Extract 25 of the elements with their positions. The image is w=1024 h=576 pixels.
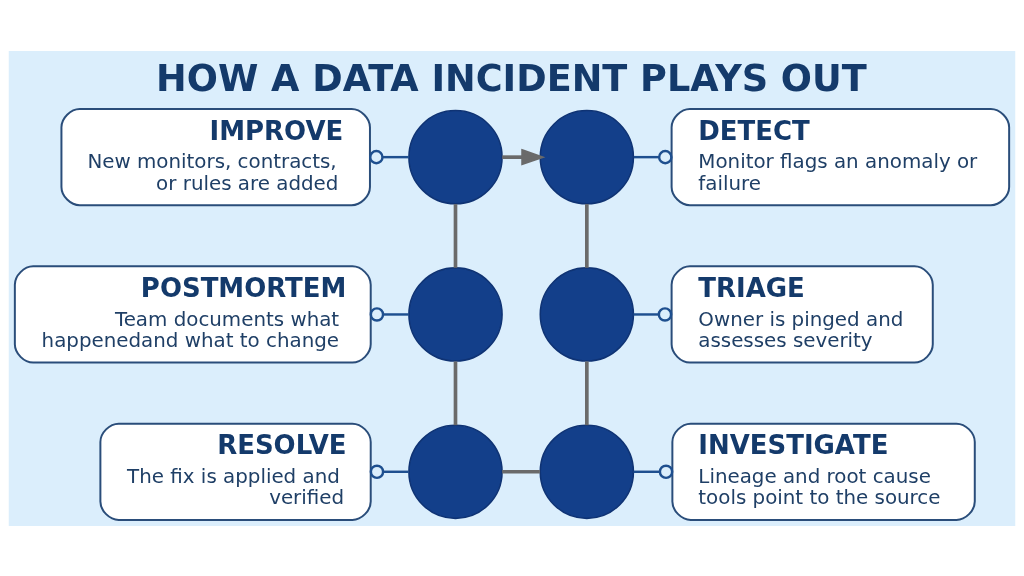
connector <box>585 203 589 268</box>
connector <box>633 149 673 164</box>
node-circle <box>539 423 635 519</box>
connector <box>633 306 673 322</box>
node-circle <box>539 109 635 204</box>
connector <box>369 306 409 322</box>
node-box: RESOLVE The fix is applied and verified <box>99 422 372 521</box>
node-box: TRIAGE Owner is pinged and assesses severity <box>670 264 934 364</box>
connector <box>369 463 409 479</box>
connector <box>633 463 674 479</box>
node-circle <box>408 109 503 204</box>
arrow <box>502 148 546 166</box>
connector <box>369 149 409 164</box>
node-circle <box>539 266 635 362</box>
connector <box>453 360 458 425</box>
connector <box>502 469 540 474</box>
node-box: INVESTIGATE Lineage and root cause tools point to the source <box>671 422 976 521</box>
node-box: IMPROVE New monitors, contracts, or rules are added <box>60 107 371 206</box>
connector <box>585 360 589 425</box>
node-circle <box>408 423 503 519</box>
node-box: DETECT Monitor flags an anomaly or failure <box>670 107 1011 206</box>
connector <box>453 203 458 268</box>
node-circle <box>408 266 503 362</box>
node-box: POSTMORTEM Team documents what happenedand what to change <box>13 264 372 364</box>
diagram-title: HOW A DATA INCIDENT PLAYS OUT <box>156 56 867 100</box>
